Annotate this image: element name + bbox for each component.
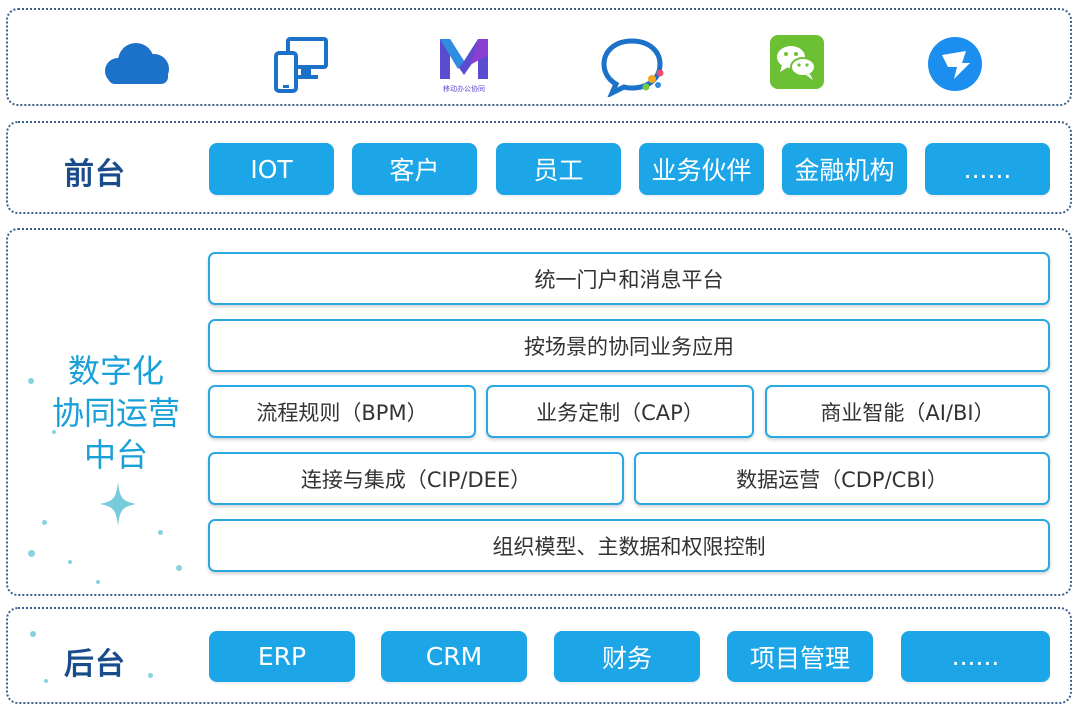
bpm-box: 流程规则（BPM） (208, 385, 476, 438)
front-item-partner: 业务伙伴 (639, 143, 764, 195)
front-item-finance: 金融机构 (782, 143, 907, 195)
decor-dot (148, 673, 153, 678)
decor-dot (30, 631, 36, 637)
back-item-finance: 财务 (554, 631, 700, 682)
middle-title-line1: 数字化 (67, 352, 164, 390)
decor-dot (96, 580, 100, 584)
middle-title-line2: 协同运营 (51, 394, 180, 432)
decor-dot (68, 560, 72, 564)
middle-panel: 数字化 协同运营 中台 统一门户和消息平台 按场景的协同业务应用 流程规则（BP… (6, 228, 1072, 596)
devices-icon (274, 35, 330, 97)
m-logo-icon: 移动办公协同 (436, 35, 492, 97)
decor-dot (42, 520, 47, 525)
back-panel: 后台 ERP CRM 财务 项目管理 ...... (6, 607, 1072, 704)
org-model-box: 组织模型、主数据和权限控制 (208, 519, 1050, 572)
sparkle-icon (100, 482, 136, 526)
front-item-more: ...... (925, 143, 1050, 195)
front-item-employee: 员工 (496, 143, 621, 195)
scene-collab-apps-box: 按场景的协同业务应用 (208, 319, 1050, 372)
back-item-erp: ERP (209, 631, 355, 682)
decor-dot (52, 430, 56, 434)
front-title: 前台 (64, 157, 126, 192)
front-panel: 前台 IOT 客户 员工 业务伙伴 金融机构 ...... (6, 121, 1072, 214)
front-item-iot: IOT (209, 143, 334, 195)
chat-bubble-icon (600, 35, 668, 99)
dingtalk-icon (926, 35, 984, 97)
back-title: 后台 (64, 647, 126, 682)
cip-dee-box: 连接与集成（CIP/DEE） (208, 452, 624, 505)
ai-bi-box: 商业智能（AI/BI） (765, 385, 1050, 438)
unified-portal-box: 统一门户和消息平台 (208, 252, 1050, 305)
back-item-project: 项目管理 (727, 631, 873, 682)
decor-dot (44, 679, 48, 683)
cap-box: 业务定制（CAP） (486, 385, 754, 438)
front-item-customer: 客户 (352, 143, 477, 195)
middle-title-line3: 中台 (83, 436, 148, 474)
decor-dot (176, 565, 182, 571)
cloud-icon (96, 35, 174, 97)
decor-dot (28, 378, 34, 384)
svg-text:移动办公协同: 移动办公协同 (443, 84, 485, 93)
decor-dot (28, 550, 35, 557)
wechat-icon (770, 35, 824, 97)
back-item-crm: CRM (381, 631, 527, 682)
decor-dot (158, 530, 163, 535)
back-item-more: ...... (901, 631, 1050, 682)
icon-panel: 移动办公协同 (6, 8, 1072, 106)
cdp-cbi-box: 数据运营（CDP/CBI） (634, 452, 1050, 505)
